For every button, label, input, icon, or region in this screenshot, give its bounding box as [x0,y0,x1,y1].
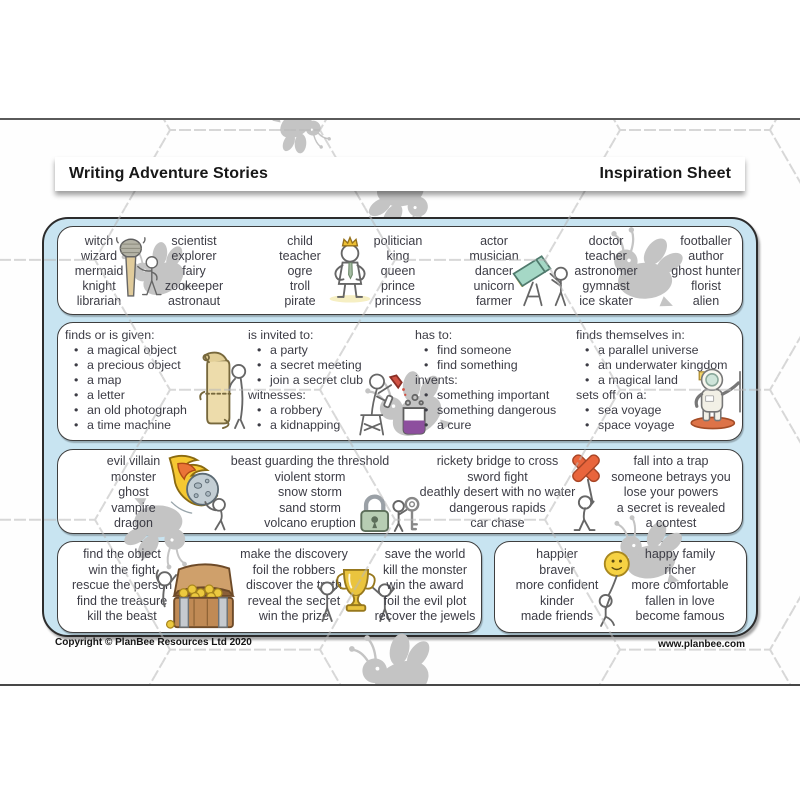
character-word: actor [480,234,508,248]
character-word: astronaut [167,294,221,308]
group-heading: finds or is given: [65,328,155,342]
obstacle-word: deathly desert with no water [419,485,576,500]
character-word: alien [692,294,720,308]
feeling-word: happy family [644,547,716,561]
group-heading: invents: [415,373,458,387]
feeling-word: fallen in love [645,593,715,608]
character-word: prince [380,279,416,293]
bullet-list: find someonefind something [415,343,575,373]
plot-item: a parallel universe [576,343,744,358]
plot-item: find something [415,358,575,373]
title-bar: Writing Adventure Stories Inspiration Sh… [55,157,745,191]
character-word: explorer [171,249,217,263]
group-heading: is invited to: [248,328,314,342]
character-word: queen [380,264,416,278]
plot-item: a party [248,343,413,358]
obstacle-word: car chase [470,516,525,531]
obstacle-word: rickety bridge to cross [436,454,559,468]
plot-item: find someone [415,343,575,358]
obstacle-word: lose your powers [623,485,719,500]
comet-icon [168,454,226,531]
resolution-word: win the award [386,578,464,593]
character-word: politician [373,234,423,248]
character-word: author [688,249,724,263]
plot-item: a cure [415,418,575,433]
website-text: www.planbee.com [658,639,745,650]
resolution-word: kill the monster [382,562,468,577]
group-heading: finds themselves in: [576,328,685,342]
character-word: doctor [588,234,624,248]
plot-box: finds or is given: a magical objecta pre… [57,322,743,441]
character-word: footballer [680,234,732,248]
character-word: ice skater [579,294,633,308]
character-word: astronomer [574,264,638,278]
scroll-icon [199,351,247,429]
plot-item: something important [415,388,575,403]
worksheet-sheet: Writing Adventure Stories Inspiration Sh… [0,118,800,686]
resolution-word: make the discovery [240,547,348,561]
character-word: scientist [171,234,217,248]
character-word: ghost hunter [671,264,741,278]
character-word: fairy [182,264,206,278]
character-word: teacher [585,249,627,263]
character-word: king [386,249,410,263]
feeling-word: become famous [635,609,725,624]
feeling-word: richer [664,562,696,577]
character-word: florist [691,279,721,293]
page-title: Writing Adventure Stories [69,165,268,182]
character-word: princess [374,294,422,308]
group-heading: has to: [415,328,453,342]
obstacle-word: sword fight [467,469,528,484]
plot-item: something dangerous [415,403,575,418]
resolution-word: foil the evil plot [383,593,467,608]
feeling-word: more comfortable [631,578,729,593]
copyright-text: Copyright © PlanBee Resources Ltd 2020 [55,637,252,648]
obstacle-word: someone betrays you [611,469,731,484]
obstacle-word: a contest [645,516,697,531]
obstacle-word: violent storm [274,469,346,484]
obstacle-word: beast guarding the threshold [230,454,390,468]
character-word: zookeeper [164,279,224,293]
character-word: gymnast [582,279,630,293]
resolution-word: recover the jewels [374,609,476,624]
obstacle-word: dangerous rapids [449,500,546,515]
bullet-list: something importantsomething dangerousa … [415,388,575,433]
astronaut-icon [690,368,741,430]
sheet-subtitle: Inspiration Sheet [599,165,731,182]
obstacle-word: a secret is revealed [616,500,726,515]
treasure-chest-icon [155,563,235,629]
obstacle-word: fall into a trap [633,454,709,468]
plot-group-hasto: has to: find someonefind something inven… [415,328,575,433]
resolution-word: save the world [384,547,466,561]
